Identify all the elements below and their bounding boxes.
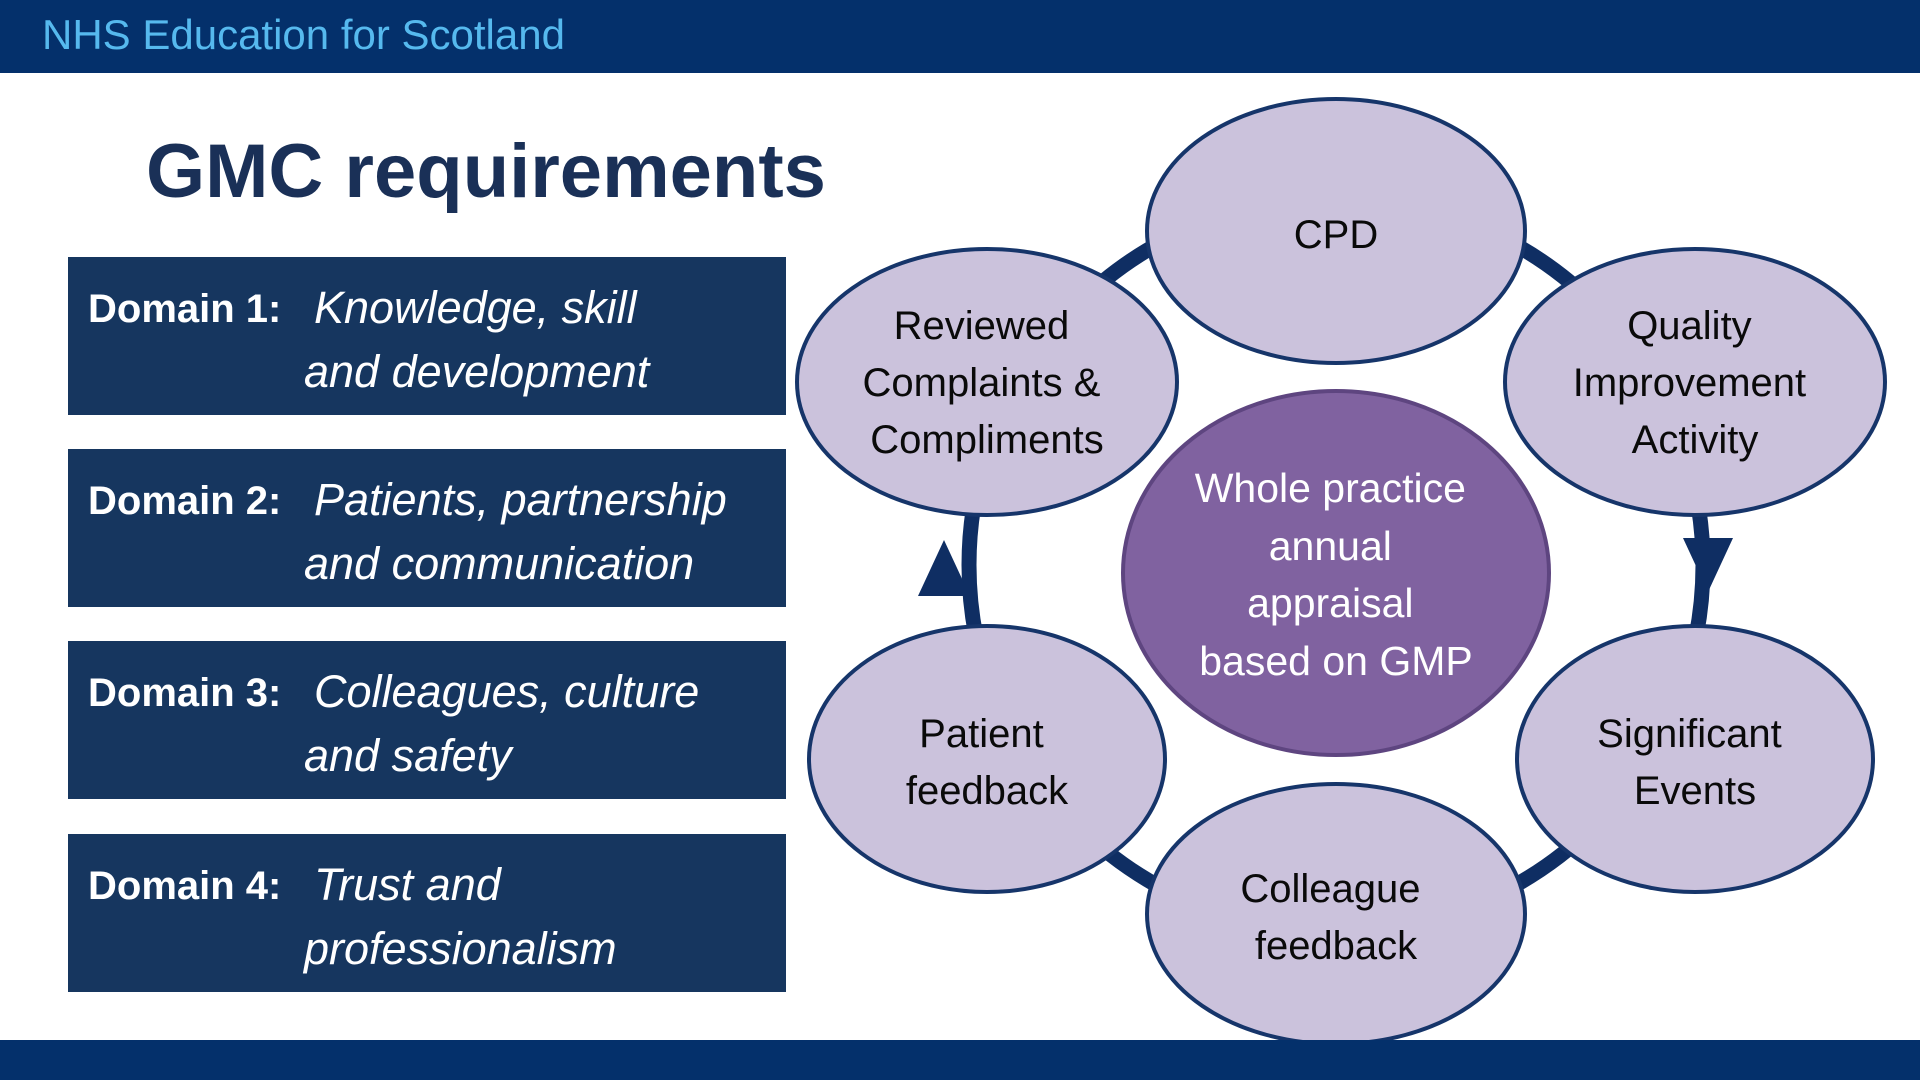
node-complaints-compliments-line-2: Complaints & — [863, 361, 1101, 405]
center-line-2: annual — [1269, 523, 1392, 569]
node-colleague-feedback-line-2: feedback — [1255, 924, 1418, 968]
domain-4-title-line2: professionalism — [304, 923, 617, 974]
node-colleague-feedback: Colleague feedback — [1145, 782, 1527, 1046]
domain-2-title-line1: Patients, partnership — [314, 474, 727, 525]
domain-3-box: Domain 3: Colleagues, culture and safety — [68, 641, 786, 799]
organisation-name: NHS Education for Scotland — [42, 11, 565, 58]
domain-1-box: Domain 1: Knowledge, skill and developme… — [68, 257, 786, 415]
domain-3-title-line2: and safety — [304, 730, 512, 781]
node-complaints-compliments-line-1: Reviewed — [894, 304, 1070, 348]
node-significant-events-shape — [1515, 624, 1875, 894]
svg-text:CPD: CPD — [1294, 213, 1378, 257]
domain-2-label: Domain 2: — [88, 479, 282, 523]
arrowhead-up-icon — [918, 540, 970, 596]
node-significant-events-line-2: Events — [1634, 769, 1756, 813]
svg-text:Colleague feedback: Colleague feedback — [1240, 867, 1431, 968]
domain-4-label: Domain 4: — [88, 864, 282, 908]
node-patient-feedback-line-1: Patient — [919, 712, 1044, 756]
node-significant-events: Significant Events — [1515, 624, 1875, 894]
domain-4-box: Domain 4: Trust and professionalism — [68, 834, 786, 992]
svg-text:Significant Events: Significant Events — [1597, 712, 1793, 813]
footer-bar — [0, 1040, 1920, 1080]
domain-2-box: Domain 2: Patients, partnership and comm… — [68, 449, 786, 607]
node-significant-events-line-1: Significant — [1597, 712, 1782, 756]
node-colleague-feedback-shape — [1145, 782, 1527, 1046]
node-cpd-line-1: CPD — [1294, 213, 1378, 257]
node-patient-feedback-shape — [807, 624, 1167, 894]
node-quality-improvement-line-3: Activity — [1632, 418, 1759, 462]
svg-text:Quality Improvement: Quality Improvement Activity — [1573, 304, 1818, 462]
domain-1-label: Domain 1: — [88, 287, 282, 331]
node-colleague-feedback-line-1: Colleague — [1240, 867, 1420, 911]
center-node: Whole practice annual appraisal based on… — [1121, 389, 1551, 757]
node-quality-improvement-line-1: Quality — [1627, 304, 1752, 348]
domain-1-title-line1: Knowledge, skill — [314, 282, 637, 333]
node-cpd-shape — [1145, 97, 1527, 365]
header-bar: NHS Education for Scotland — [0, 0, 1920, 73]
domain-1-title-line2: and development — [304, 346, 650, 397]
center-line-1: Whole practice — [1195, 465, 1466, 511]
node-quality-improvement: Quality Improvement Activity — [1503, 247, 1887, 517]
svg-text:Reviewed Complaints &: Reviewed Complaints & Compliments — [863, 304, 1112, 462]
node-complaints-compliments-line-3: Compliments — [870, 418, 1103, 462]
node-quality-improvement-line-2: Improvement — [1573, 361, 1806, 405]
node-cpd: CPD — [1145, 97, 1527, 365]
node-patient-feedback: Patient feedback — [807, 624, 1167, 894]
svg-text:Patient feedback: Patient feedback — [906, 712, 1069, 813]
center-line-3: appraisal — [1247, 580, 1413, 626]
arrowhead-down-icon — [1683, 538, 1733, 592]
center-node-shape — [1121, 389, 1551, 757]
center-line-4: based on GMP — [1199, 638, 1473, 684]
domain-2-title-line2: and communication — [304, 538, 695, 589]
node-quality-improvement-shape — [1503, 247, 1887, 517]
domain-3-title-line1: Colleagues, culture — [314, 666, 700, 717]
node-patient-feedback-line-2: feedback — [906, 769, 1069, 813]
domain-4-title-line1: Trust and — [314, 859, 501, 910]
domain-3-label: Domain 3: — [88, 671, 282, 715]
svg-text:Whole practice annual: Whole practice annual appraisal based on… — [1195, 465, 1478, 684]
node-complaints-compliments: Reviewed Complaints & Compliments — [795, 247, 1179, 517]
page-title: GMC requirements — [146, 129, 826, 214]
node-complaints-compliments-shape — [795, 247, 1179, 517]
